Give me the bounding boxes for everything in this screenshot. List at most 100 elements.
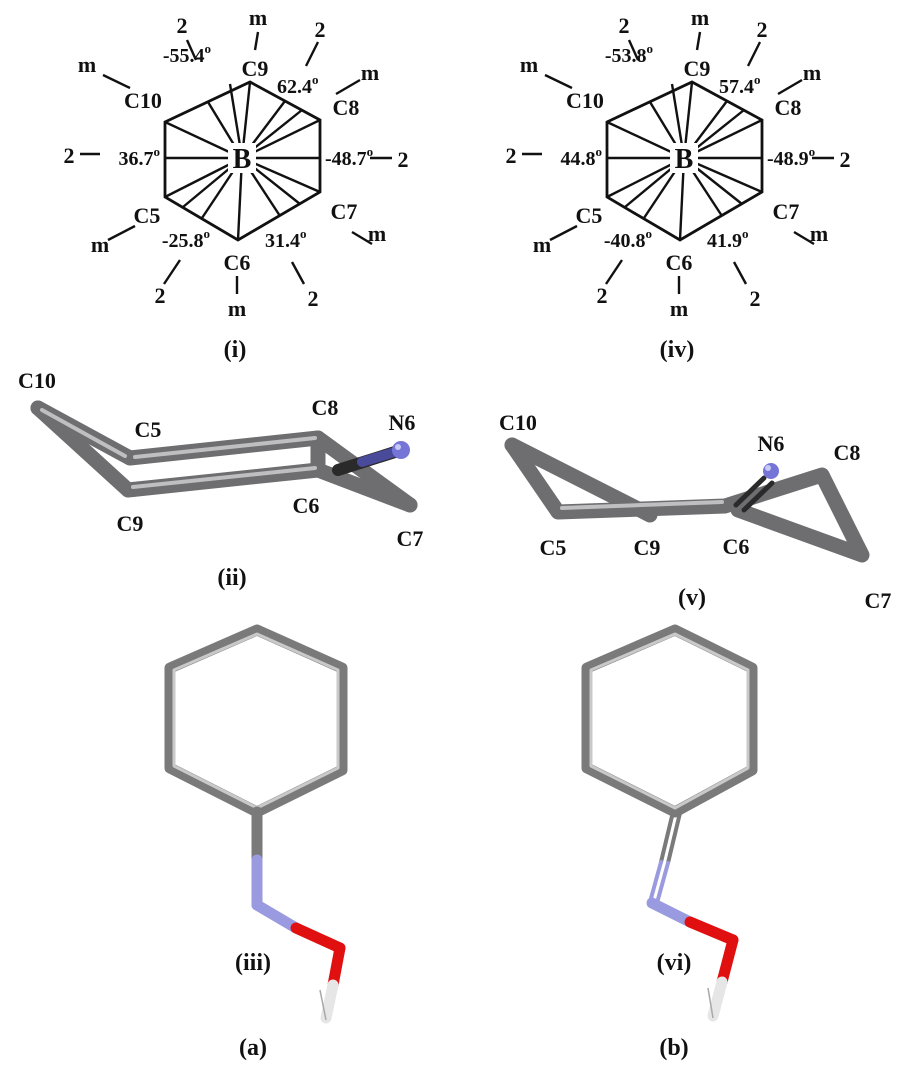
- caption-v: (v): [678, 585, 706, 611]
- torsion-angle-label: -48.7o: [325, 144, 373, 170]
- n-o-bond-oxygen-half: [684, 916, 739, 946]
- atom-c8-label: C8: [834, 440, 861, 465]
- panel-iv-projection: B m 2 2 m m 2 2 m m 2 m 2 C9 C8 C10 C5: [506, 5, 851, 363]
- sub-2-upper-left: 2: [619, 13, 630, 38]
- torsion-angle-label: -48.9o: [767, 144, 815, 170]
- cyclohexane-ring: [164, 624, 348, 818]
- hydrogen-outline: [707, 987, 714, 1019]
- atom-c6-label: C6: [666, 250, 693, 275]
- sub-2-right: 2: [398, 147, 409, 172]
- atom-c7-label: C7: [773, 199, 800, 224]
- torsion-angle-label: 44.8o: [561, 144, 603, 170]
- atom-shine: [765, 465, 771, 471]
- c-n-double-bond-carbon: [659, 810, 675, 864]
- atom-c5-label: C5: [135, 417, 162, 442]
- sub-m-right: m: [803, 60, 821, 85]
- n-o-bond-nitrogen-half: [251, 899, 302, 934]
- tube-highlight: [560, 500, 724, 510]
- atom-n6-label: N6: [758, 431, 785, 456]
- atom-c9-label: C9: [634, 535, 661, 560]
- ring-bond-front: [30, 400, 418, 513]
- sub-m-lower-right: m: [810, 221, 828, 246]
- n-o-bond-nitrogen-half: [646, 897, 696, 928]
- tube-highlight: [133, 436, 317, 459]
- sub-2-lower-right: 2: [308, 286, 319, 311]
- atom-c9-label: C9: [242, 56, 269, 81]
- torsion-angle-label: 36.7o: [119, 144, 161, 170]
- o-h-bond-oxygen-half: [716, 934, 739, 988]
- torsion-angle-label: 62.4o: [277, 72, 319, 98]
- sub-2-left: 2: [64, 143, 75, 168]
- panel-i-projection: B m 2 2 m m 2 2 m m 2 m 2 C9 C8 C10 C5: [64, 5, 409, 363]
- caption-a: (a): [239, 1035, 267, 1061]
- cyclohexane-ring: [581, 624, 758, 818]
- sub-m-lower-left: m: [533, 232, 551, 257]
- atom-c8-label: C8: [312, 395, 339, 420]
- c-n-double-bond-nitrogen: [648, 860, 663, 904]
- atom-c7-label: C7: [397, 526, 424, 551]
- atom-c7-label: C7: [865, 588, 892, 613]
- sub-2-right: 2: [840, 147, 851, 172]
- atom-c5-label: C5: [540, 535, 567, 560]
- o-h-bond-hydrogen-half: [707, 976, 728, 1022]
- sub-m-left: m: [78, 52, 96, 77]
- substituent-ticks: [522, 31, 834, 294]
- caption-i: (i): [224, 337, 247, 363]
- atom-c6-label: C6: [723, 534, 750, 559]
- caption-ii: (ii): [217, 565, 246, 591]
- sub-m-right: m: [361, 60, 379, 85]
- torsion-angle-label: -53.8o: [605, 41, 653, 67]
- sub-2-lower-left: 2: [155, 283, 166, 308]
- atom-c6-label: C6: [224, 250, 251, 275]
- n6-atom: [392, 441, 410, 459]
- sub-m-lower-left: m: [91, 232, 109, 257]
- sub-m-bottom: m: [228, 296, 246, 321]
- substituent-ticks: [80, 31, 392, 294]
- panel-v-side-view: C10 C5 C9 C6 N6 C8 C7 (v): [499, 410, 891, 613]
- torsion-angle-label: 41.9o: [707, 226, 749, 252]
- torsion-angle-label: 57.4o: [719, 72, 761, 98]
- atom-c8-label: C8: [775, 95, 802, 120]
- atom-c9-label: C9: [684, 56, 711, 81]
- o-h-bond-hydrogen-half: [320, 979, 339, 1024]
- atom-c10-label: C10: [124, 88, 162, 113]
- atom-c7-label: C7: [331, 199, 358, 224]
- atom-c5-label: C5: [576, 203, 603, 228]
- torsion-angle-label: 31.4o: [265, 226, 307, 252]
- panel-iii-stick-model: (iii) (a): [164, 624, 348, 1061]
- sub-2-lower-right: 2: [750, 286, 761, 311]
- sub-2-upper-left: 2: [177, 13, 188, 38]
- atom-c5-label: C5: [134, 203, 161, 228]
- sub-m-top: m: [691, 5, 709, 30]
- panel-vi-stick-model: (vi) (b): [581, 624, 758, 1061]
- c-n-double-bond-carbon: [666, 811, 682, 865]
- n6-bond-segment: [357, 446, 403, 467]
- tube-highlight: [40, 408, 127, 458]
- torsion-angle-label: -40.8o: [604, 226, 652, 252]
- hydrogen-outline: [319, 989, 327, 1021]
- atom-n6-label: N6: [389, 410, 416, 435]
- panel-ii-side-view: C10 C5 C9 C8 C6 C7 N6 (ii): [18, 368, 423, 591]
- atom-c9-label: C9: [117, 511, 144, 536]
- sub-2-left: 2: [506, 143, 517, 168]
- sub-m-left: m: [520, 52, 538, 77]
- c6-n6-bond: [733, 475, 767, 508]
- ring-bond-c10-c9: [504, 437, 658, 523]
- n-o-bond-oxygen-half: [290, 922, 346, 954]
- sub-2-lower-left: 2: [597, 283, 608, 308]
- atom-shine: [395, 444, 401, 450]
- ring-bond-path: [504, 437, 870, 563]
- torsion-angle-label: -55.4o: [163, 41, 211, 67]
- caption-iv: (iv): [660, 337, 695, 363]
- boron-center-label: B: [675, 144, 694, 175]
- ring-highlight: [589, 632, 750, 810]
- torsion-angle-label: -25.8o: [162, 226, 210, 252]
- sub-m-bottom: m: [670, 296, 688, 321]
- sub-m-top: m: [249, 5, 267, 30]
- atom-c10-label: C10: [18, 368, 56, 393]
- tube-highlight: [131, 466, 317, 489]
- spokes: [606, 81, 763, 241]
- atom-c6-label: C6: [293, 493, 320, 518]
- boron-center-label: B: [233, 144, 252, 175]
